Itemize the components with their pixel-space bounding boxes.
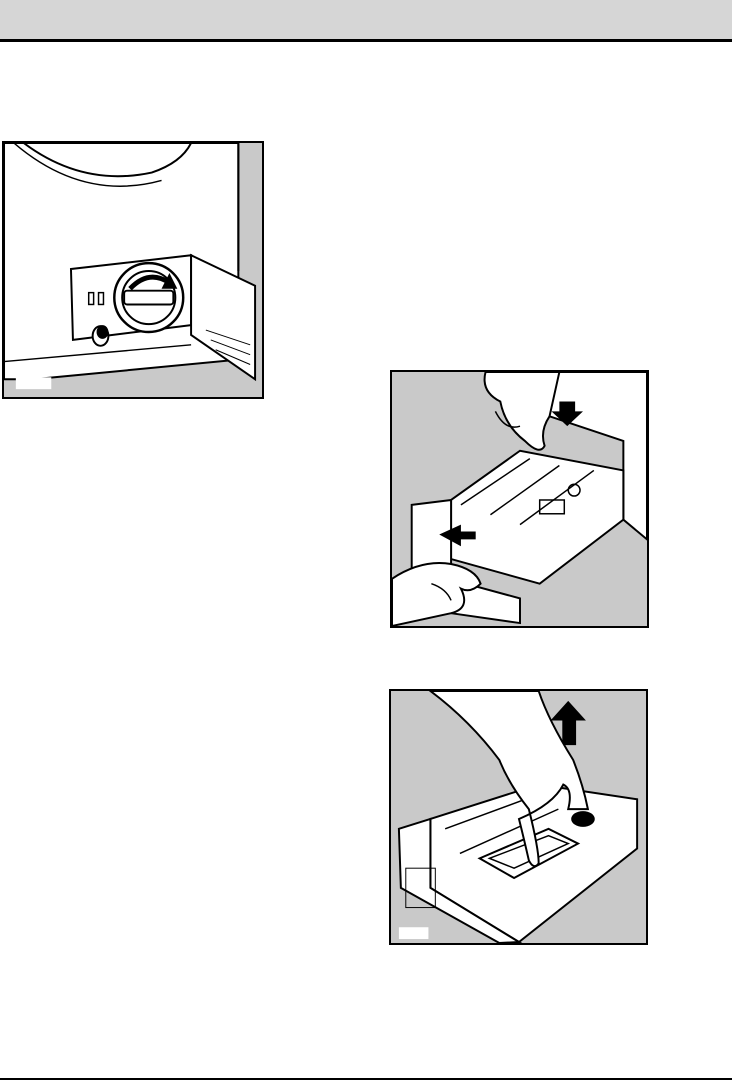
- filter-cover-open-icon: [4, 143, 262, 397]
- page-footer-rule: [0, 1078, 732, 1080]
- drawer-pull-icon: [392, 372, 647, 626]
- page-header-bar: [0, 0, 732, 42]
- drain-filter-illustration: [2, 141, 264, 399]
- detergent-drawer-removal-illustration: [390, 370, 649, 628]
- siphon-removal-illustration: [389, 689, 648, 945]
- siphon-lift-icon: [391, 691, 646, 943]
